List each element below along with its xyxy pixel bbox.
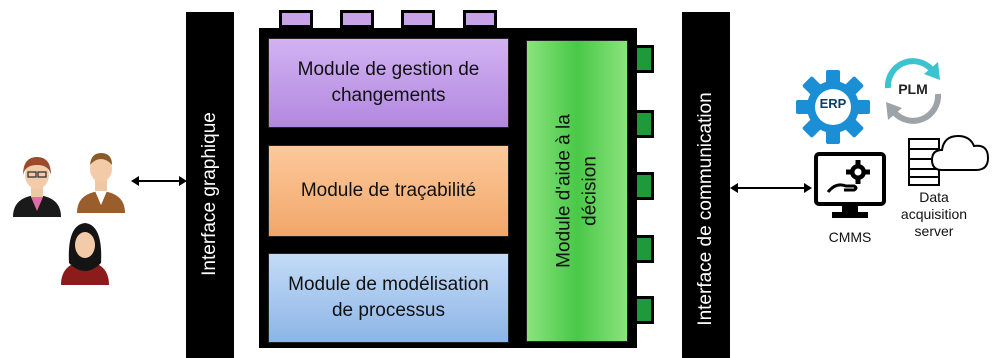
process-modeling-label: Module de modélisation de processus <box>288 274 489 321</box>
graphic-interface-bar: Interface graphique <box>186 12 234 358</box>
data-server-label: Data acquisition server <box>900 189 968 239</box>
double-arrow-icon <box>730 183 812 193</box>
right-connector-tab <box>634 235 654 263</box>
traceability-label: Module de traçabilité <box>300 180 477 202</box>
right-connector-tab <box>634 45 654 73</box>
right-connector-tab <box>634 172 654 200</box>
erp-label: ERP <box>819 96 847 111</box>
graphic-interface-label: Interface graphique <box>199 112 220 276</box>
cmms-label: CMMS <box>828 229 872 245</box>
users-group <box>13 153 125 285</box>
communication-interface-label: Interface de communication <box>695 92 716 326</box>
change-management-module: Module de gestion de changements <box>268 38 509 128</box>
traceability-module: Module de traçabilité <box>268 145 509 237</box>
communication-interface-bar: Interface de communication <box>682 12 730 358</box>
cycle-arrows-icon <box>884 58 942 124</box>
process-modeling-module: Module de modélisation de processus <box>268 253 509 343</box>
plm-label: PLM <box>898 81 928 97</box>
right-connector-tab <box>634 296 654 324</box>
cloud-icon <box>930 134 990 171</box>
right-connector-tab <box>634 110 654 138</box>
user-woman-glasses-icon <box>13 157 61 217</box>
top-connector-tab <box>401 10 435 28</box>
decision-support-module: Module d'aide à la décision <box>526 40 628 342</box>
decision-support-label: Module d'aide à la décision <box>553 114 600 268</box>
monitor-icon <box>814 152 886 218</box>
gear-icon <box>796 70 870 144</box>
user-man-icon <box>77 153 125 213</box>
top-connector-tab <box>340 10 374 28</box>
change-management-label: Module de gestion de changements <box>297 59 480 106</box>
user-woman-hijab-icon <box>61 223 109 285</box>
top-connector-tab <box>463 10 497 28</box>
double-arrow-icon <box>131 176 187 186</box>
top-connector-tab <box>279 10 313 28</box>
